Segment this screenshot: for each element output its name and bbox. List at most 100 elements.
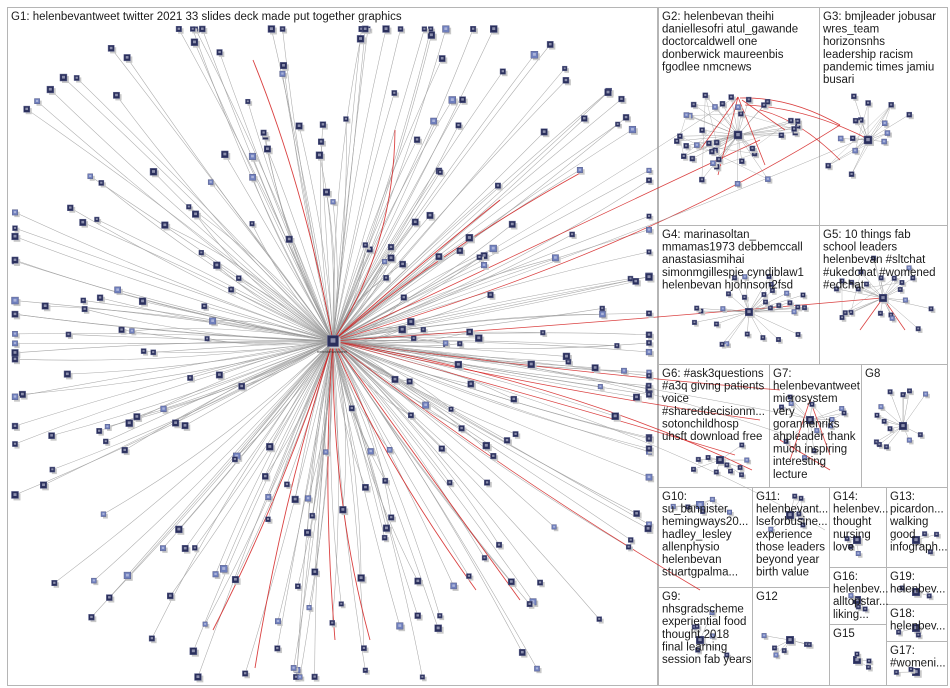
edge-hub-spoke <box>332 117 627 342</box>
node-avatar-face <box>415 138 419 141</box>
node-g1-account <box>267 25 277 35</box>
node-g1-account <box>343 116 351 124</box>
node-avatar-face <box>82 299 85 302</box>
node-g15 <box>854 651 862 659</box>
node-g1-account <box>291 495 301 505</box>
node-avatar-face <box>700 178 703 181</box>
node-avatar-face <box>599 385 602 388</box>
node-avatar-face <box>276 647 279 650</box>
node-g1-account <box>621 367 629 376</box>
node-avatar-face <box>857 552 860 555</box>
node-avatar-face <box>429 27 432 30</box>
node-avatar-face <box>13 357 17 361</box>
node-g11-center <box>786 511 796 521</box>
node-g10 <box>685 504 693 512</box>
edge-hub-spoke <box>194 42 334 342</box>
node-avatar-face <box>710 150 714 153</box>
node-g1-account <box>123 54 133 63</box>
edge-cross-group-10 <box>332 340 701 591</box>
node-avatar-face <box>678 134 682 137</box>
edge-hub-spoke <box>332 340 446 344</box>
node-g1-account <box>73 75 82 83</box>
group-label-g7-line-4: goranhenriks <box>773 418 840 430</box>
node-g4 <box>760 335 768 342</box>
node-avatar-face <box>384 276 388 279</box>
group-label-g7-line-1: helenbevantweet <box>773 381 861 393</box>
node-g3 <box>881 120 890 128</box>
node-g5 <box>910 275 918 283</box>
node-g1-account <box>284 481 292 489</box>
node-avatar-face <box>682 154 685 157</box>
node-avatar-face <box>484 443 488 447</box>
node-avatar-face <box>340 602 343 605</box>
node-g2 <box>674 138 682 146</box>
node-g8 <box>887 389 895 397</box>
edge-hub-spoke <box>178 28 334 342</box>
node-avatar-face <box>788 638 792 642</box>
node-avatar-face <box>13 424 17 427</box>
node-avatar-face <box>841 316 844 319</box>
node-avatar-face <box>647 178 651 182</box>
node-g1-account <box>466 328 475 338</box>
node-avatar-face <box>647 250 651 253</box>
node-avatar-face <box>293 497 297 501</box>
node-avatar-face <box>13 395 17 398</box>
group-label-g4-line-3: simonmgillespie cyndiblaw1 <box>662 267 804 279</box>
node-avatar-face <box>496 184 500 187</box>
node-g5 <box>878 275 886 283</box>
group-label-g6-line-4: sotonchildhosp <box>662 418 739 430</box>
edge-g5 <box>845 267 910 313</box>
node-avatar-face <box>217 373 221 376</box>
node-avatar-face <box>341 508 345 511</box>
node-g8 <box>917 432 925 439</box>
node-avatar-face <box>51 468 54 471</box>
node-g1-account <box>319 121 328 130</box>
node-avatar-face <box>647 437 651 440</box>
node-avatar-face <box>398 624 402 627</box>
node-avatar-face <box>13 342 17 345</box>
node-avatar-face <box>855 652 858 655</box>
nodes-layer: helenbevantweet <box>11 25 941 683</box>
node-avatar-face <box>364 669 367 671</box>
node-avatar-face <box>801 523 804 526</box>
edge-hub-spoke <box>326 192 334 342</box>
node-avatar-face <box>855 658 859 662</box>
node-g1-account <box>215 371 225 381</box>
node-avatar-face <box>911 276 914 279</box>
node-g2 <box>694 142 702 150</box>
node-g1-account <box>599 310 608 320</box>
edge-g7-red-0 <box>789 399 811 461</box>
node-g1-account <box>537 579 545 588</box>
node-avatar-face <box>20 392 24 396</box>
node-g15 <box>865 664 873 672</box>
node-g1-account <box>323 449 331 457</box>
group-label-g10-line-5: helenbevan <box>662 554 721 566</box>
edge-g2 <box>705 95 739 136</box>
node-g1-account <box>306 605 314 612</box>
node-g1-account <box>646 310 654 319</box>
node-g2 <box>765 176 773 184</box>
node-avatar-face <box>457 123 460 127</box>
group-label-g5-line-4: #edchat <box>823 279 865 291</box>
node-avatar-face <box>780 405 783 408</box>
node-avatar-face <box>713 105 717 108</box>
node-g19-center <box>912 588 922 598</box>
node-g17 <box>893 669 901 677</box>
edge-hub-spoke <box>332 261 385 342</box>
edge-g7 <box>809 408 842 421</box>
node-g1-account <box>12 441 20 449</box>
node-avatar-face <box>854 149 857 152</box>
node-avatar-face <box>908 113 911 116</box>
edge-g2 <box>740 113 795 130</box>
edge-hub-spoke <box>332 340 534 602</box>
node-avatar-face <box>849 545 852 548</box>
edge-hub-spoke <box>332 340 650 449</box>
edge-hub-red-1 <box>332 129 396 342</box>
group-label-g19-line-0: G19: <box>890 571 915 583</box>
node-g1-account <box>232 456 240 464</box>
edge-hub-spoke <box>277 340 334 649</box>
node-avatar-face <box>563 67 566 70</box>
edge-hub-red-5 <box>332 340 371 641</box>
node-g5 <box>858 269 866 277</box>
node-g4 <box>775 337 783 344</box>
